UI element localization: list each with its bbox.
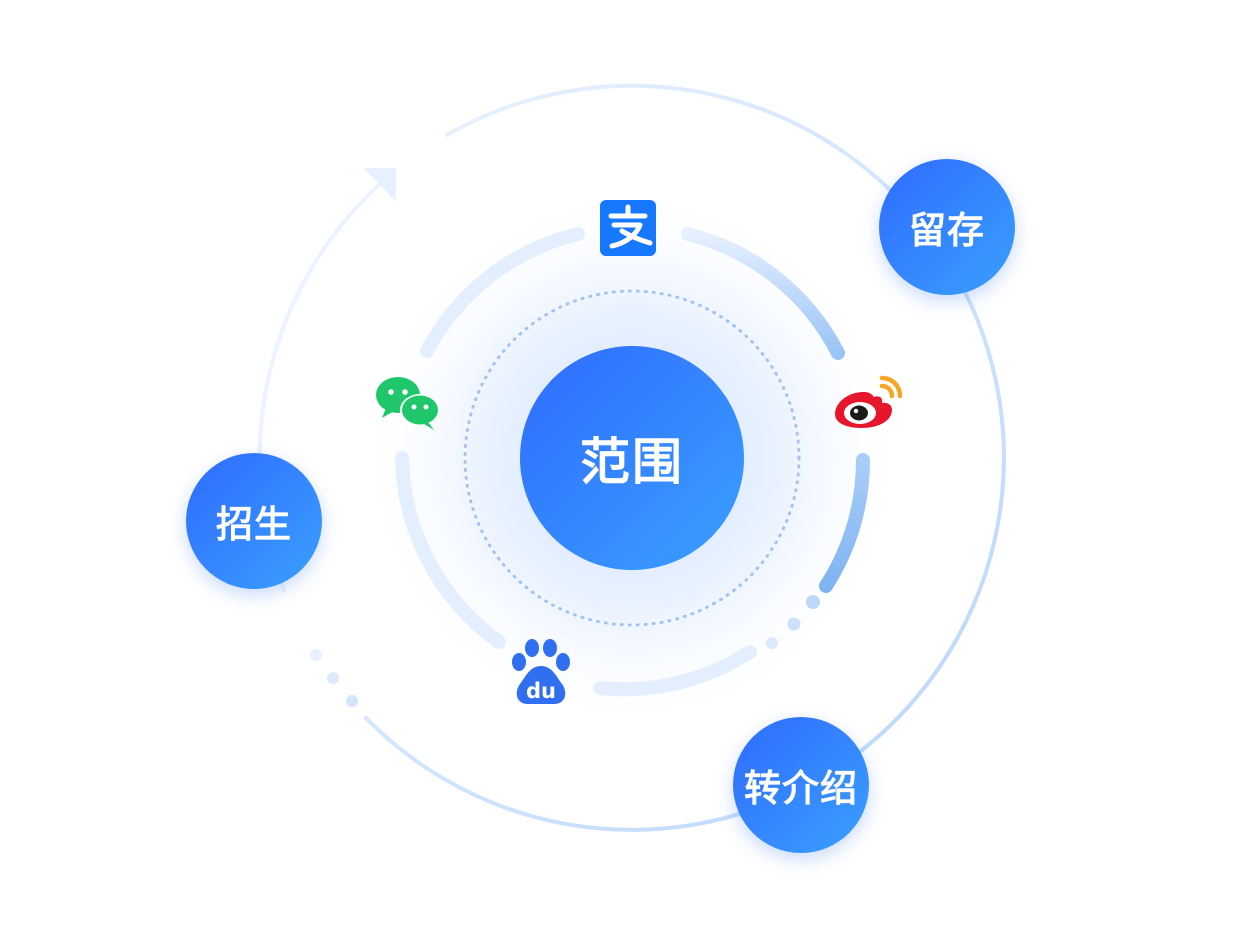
node-referral-label: 转介绍 bbox=[744, 767, 858, 810]
alipay-icon bbox=[600, 200, 656, 256]
node-enrollment: 招生 bbox=[186, 453, 322, 589]
outer-ring-dot bbox=[310, 649, 322, 661]
inner-dotted-ring bbox=[463, 289, 801, 627]
node-referral: 转介绍 bbox=[733, 717, 869, 853]
node-enrollment-label: 招生 bbox=[216, 503, 292, 546]
svg-text:du: du bbox=[526, 679, 556, 703]
center-node: 范围 bbox=[520, 346, 744, 570]
weibo-icon bbox=[835, 375, 903, 428]
middle-ring-dot bbox=[806, 595, 820, 609]
baidu-icon: du bbox=[512, 639, 570, 704]
middle-ring-arc-top-right bbox=[681, 227, 845, 360]
outer-ring-dot bbox=[327, 672, 339, 684]
node-retention: 留存 bbox=[879, 159, 1015, 295]
outer-ring-dot bbox=[346, 695, 358, 707]
middle-ring-dot bbox=[766, 637, 778, 649]
wechat-icon bbox=[376, 377, 440, 430]
middle-ring-arc-bottom bbox=[593, 645, 757, 697]
center-label: 范围 bbox=[580, 433, 684, 491]
middle-ring-arc-top-left bbox=[420, 227, 585, 358]
middle-ring-arc-left bbox=[395, 451, 506, 649]
outer-ring-arc bbox=[364, 83, 1006, 832]
node-retention-label: 留存 bbox=[909, 209, 985, 252]
middle-ring-dot bbox=[787, 617, 801, 631]
outer-ring-arrowhead bbox=[364, 168, 396, 202]
middle-ring-arc-right bbox=[819, 453, 871, 593]
